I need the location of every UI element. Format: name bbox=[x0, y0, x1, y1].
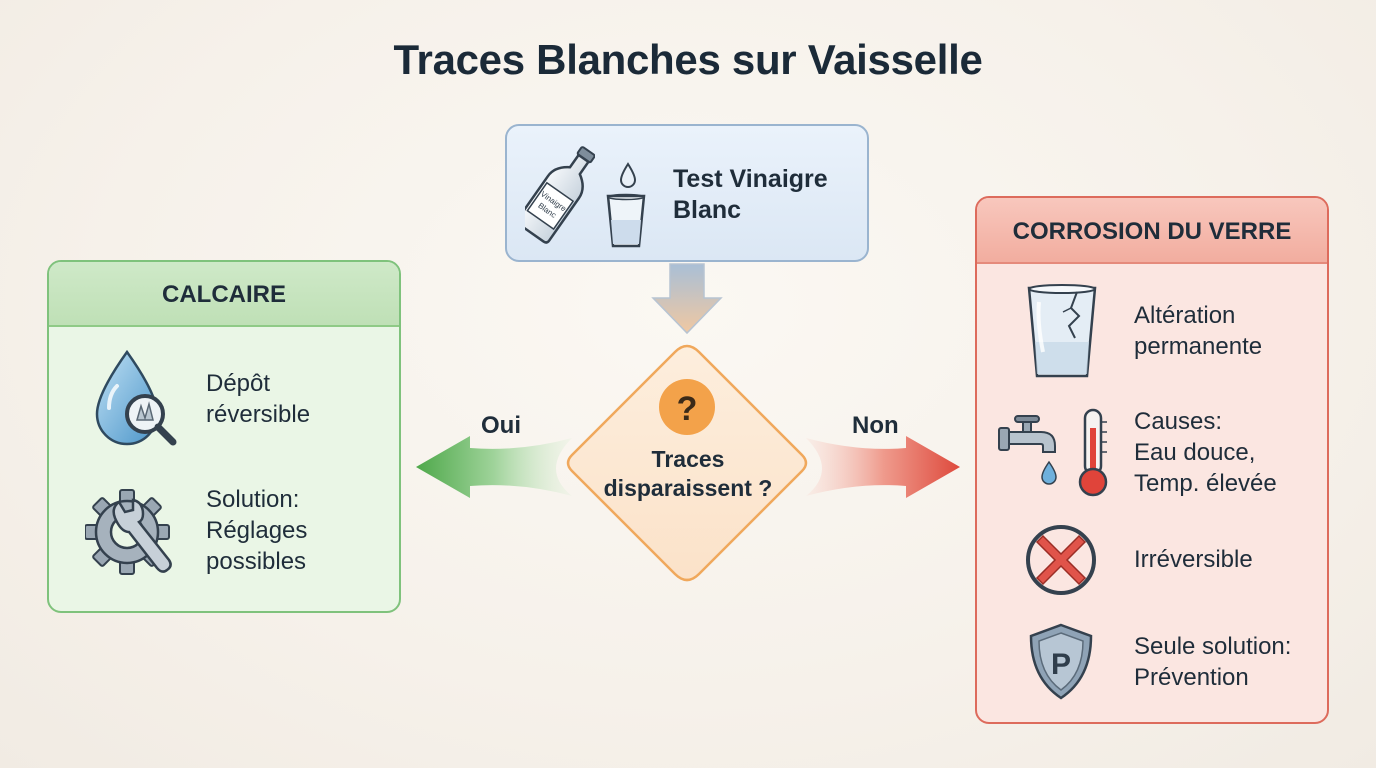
vinegar-bottle-icon: Vinaigre Blanc bbox=[525, 146, 595, 244]
glass-icon bbox=[606, 193, 646, 248]
decision-diamond bbox=[566, 344, 808, 582]
no-arrow bbox=[806, 436, 960, 498]
question-mark-icon: ? bbox=[677, 390, 698, 428]
calcaire-item-2-line2: Réglages bbox=[206, 517, 308, 544]
decision-line1: Traces bbox=[651, 446, 725, 472]
cracked-glass-icon bbox=[1027, 284, 1097, 378]
decision-line2: disparaissent ? bbox=[603, 475, 773, 501]
test-label-line1: Test Vinaigre bbox=[673, 165, 828, 193]
calcaire-header: CALCAIRE bbox=[49, 262, 399, 327]
corrosion-item-4-text: Seule solution: Prévention bbox=[1134, 631, 1291, 693]
decision-text: Traces disparaissent ? bbox=[590, 445, 786, 503]
calcaire-item-2-line3: possibles bbox=[206, 548, 307, 575]
calcaire-panel: CALCAIRE Dépôt réversible bbox=[47, 260, 401, 613]
svg-text:P: P bbox=[1051, 648, 1071, 681]
question-badge bbox=[659, 379, 715, 435]
corrosion-item-2-line1: Causes: bbox=[1134, 408, 1223, 435]
corrosion-item-2-line3: Temp. élevée bbox=[1134, 470, 1277, 497]
drop-icon bbox=[619, 162, 637, 188]
corrosion-item-1-line1: Altération bbox=[1134, 302, 1236, 329]
corrosion-header: CORROSION DU VERRE bbox=[977, 198, 1327, 264]
gear-wrench-icon bbox=[85, 489, 172, 575]
calcaire-item-1-text: Dépôt réversible bbox=[206, 368, 310, 430]
test-label-line2: Blanc bbox=[673, 196, 742, 224]
test-label: Test Vinaigre Blanc bbox=[673, 164, 853, 226]
calcaire-item-1-line1: Dépôt bbox=[206, 370, 271, 397]
corrosion-item-3-text: Irréversible bbox=[1134, 544, 1253, 575]
corrosion-panel: CORROSION DU VERRE Altération permanente… bbox=[975, 196, 1329, 724]
no-label: Non bbox=[852, 412, 899, 439]
down-arrow bbox=[651, 263, 723, 335]
corrosion-item-2-line2: Eau douce, bbox=[1134, 439, 1256, 466]
calcaire-item-2-text: Solution: Réglages possibles bbox=[206, 484, 307, 577]
corrosion-item-4-line2: Prévention bbox=[1134, 664, 1249, 691]
corrosion-item-4-line1: Seule solution: bbox=[1134, 633, 1292, 660]
yes-label: Oui bbox=[481, 412, 521, 439]
red-x-icon bbox=[1026, 525, 1096, 595]
corrosion-item-1-text: Altération permanente bbox=[1134, 300, 1262, 362]
corrosion-item-3-line1: Irréversible bbox=[1134, 546, 1253, 573]
faucet-thermometer-icon bbox=[998, 408, 1108, 497]
test-vinegar-box: Vinaigre Blanc Test Vinaigre Blanc bbox=[505, 124, 869, 262]
corrosion-item-1-line2: permanente bbox=[1134, 333, 1263, 360]
shield-p-icon: P bbox=[1029, 623, 1093, 700]
corrosion-item-2-text: Causes: Eau douce, Temp. élevée bbox=[1134, 406, 1277, 499]
calcaire-item-1-line2: réversible bbox=[206, 401, 311, 428]
page-title: Traces Blanches sur Vaisselle bbox=[393, 36, 983, 83]
water-drop-magnifier-icon bbox=[95, 349, 177, 446]
yes-arrow bbox=[416, 436, 572, 498]
calcaire-item-2-line1: Solution: bbox=[206, 486, 300, 513]
